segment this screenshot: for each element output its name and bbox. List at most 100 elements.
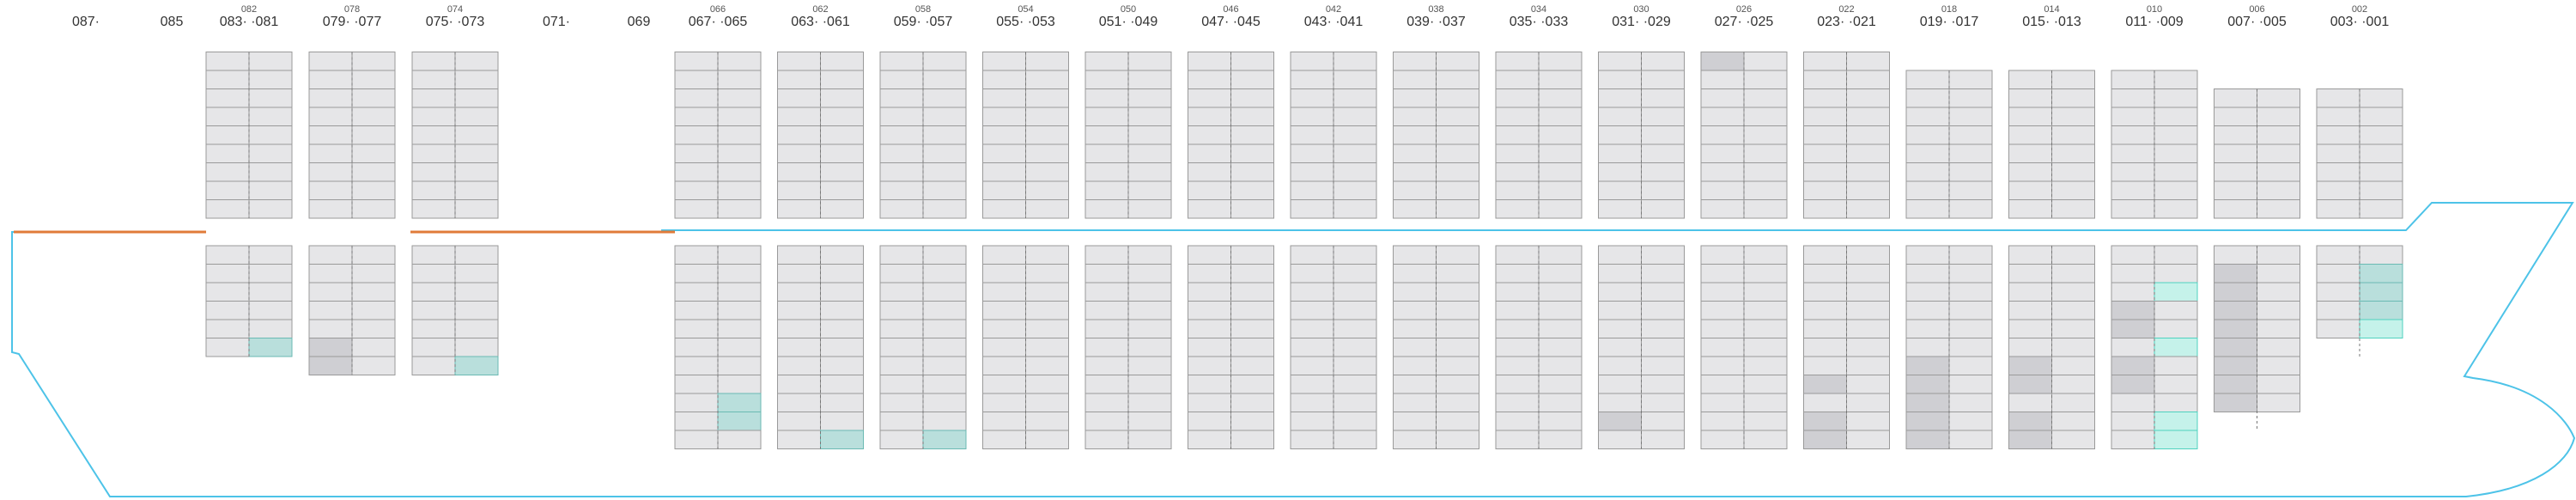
bay-026[interactable] xyxy=(1700,52,1788,449)
hold-slot[interactable] xyxy=(1127,430,1172,449)
hold-slot[interactable] xyxy=(351,264,396,284)
deck-slot[interactable] xyxy=(205,52,250,71)
deck-slot[interactable] xyxy=(1641,70,1685,89)
deck-slot[interactable] xyxy=(820,107,864,126)
hold-slot[interactable] xyxy=(2051,375,2095,394)
deck-slot[interactable] xyxy=(1743,143,1788,163)
hold-slot[interactable] xyxy=(1803,393,1847,412)
hold-slot[interactable] xyxy=(2316,301,2360,320)
hold-slot[interactable] xyxy=(1803,356,1847,375)
hold-slot[interactable] xyxy=(674,356,719,375)
deck-slot[interactable] xyxy=(2154,70,2198,89)
deck-slot[interactable] xyxy=(2214,143,2257,163)
bay-014[interactable] xyxy=(2008,70,2095,449)
hold-slot[interactable] xyxy=(1127,264,1172,284)
hold-slot[interactable] xyxy=(1393,245,1437,265)
deck-slot[interactable] xyxy=(717,125,762,145)
deck-slot[interactable] xyxy=(777,88,821,108)
deck-slot[interactable] xyxy=(1025,180,1069,200)
deck-slot[interactable] xyxy=(351,180,396,200)
deck-slot[interactable] xyxy=(820,143,864,163)
hold-slot[interactable] xyxy=(308,245,353,265)
deck-slot[interactable] xyxy=(454,143,499,163)
hold-slot[interactable] xyxy=(1598,393,1642,412)
hold-slot[interactable] xyxy=(922,264,967,284)
hold-slot[interactable] xyxy=(717,356,762,375)
deck-slot[interactable] xyxy=(2154,180,2198,200)
hold-slot[interactable] xyxy=(411,264,456,284)
deck-slot[interactable] xyxy=(1230,107,1274,126)
hold-slot[interactable] xyxy=(717,301,762,320)
hold-slot[interactable] xyxy=(351,282,396,302)
hold-slot[interactable] xyxy=(2257,301,2300,320)
hold-slot[interactable] xyxy=(2214,375,2257,394)
deck-slot[interactable] xyxy=(777,162,821,182)
hold-slot[interactable] xyxy=(1333,282,1377,302)
hold-slot[interactable] xyxy=(2154,282,2198,302)
bay-038[interactable] xyxy=(1393,52,1479,449)
deck-slot[interactable] xyxy=(879,162,924,182)
deck-slot[interactable] xyxy=(777,143,821,163)
deck-slot[interactable] xyxy=(2214,125,2257,145)
hold-slot[interactable] xyxy=(879,245,924,265)
hold-slot[interactable] xyxy=(351,356,396,375)
deck-slot[interactable] xyxy=(820,162,864,182)
bay-018[interactable] xyxy=(1905,70,1993,449)
hold-slot[interactable] xyxy=(1598,245,1642,265)
hold-slot[interactable] xyxy=(1084,375,1129,394)
hold-slot[interactable] xyxy=(2154,319,2198,338)
deck-slot[interactable] xyxy=(1436,180,1479,200)
deck-slot[interactable] xyxy=(1495,88,1540,108)
deck-slot[interactable] xyxy=(777,199,821,219)
hold-slot[interactable] xyxy=(1393,393,1437,412)
hold-slot[interactable] xyxy=(1700,264,1745,284)
hold-slot[interactable] xyxy=(717,412,762,431)
hold-slot[interactable] xyxy=(1948,412,1993,431)
bay-034[interactable] xyxy=(1495,52,1583,449)
deck-slot[interactable] xyxy=(2359,88,2403,108)
deck-slot[interactable] xyxy=(2008,125,2052,145)
hold-slot[interactable] xyxy=(1188,430,1231,449)
deck-slot[interactable] xyxy=(1641,125,1685,145)
hold-slot[interactable] xyxy=(1436,393,1479,412)
hold-slot[interactable] xyxy=(454,282,499,302)
hold-slot[interactable] xyxy=(1700,319,1745,338)
deck-slot[interactable] xyxy=(879,199,924,219)
hold-slot[interactable] xyxy=(879,319,924,338)
hold-slot[interactable] xyxy=(1538,338,1583,357)
deck-slot[interactable] xyxy=(351,107,396,126)
hold-slot[interactable] xyxy=(820,319,864,338)
bay-078[interactable] xyxy=(308,52,396,375)
hold-slot[interactable] xyxy=(2154,412,2198,431)
hold-slot[interactable] xyxy=(922,375,967,394)
hold-slot[interactable] xyxy=(1333,412,1377,431)
deck-slot[interactable] xyxy=(982,180,1026,200)
deck-slot[interactable] xyxy=(922,125,967,145)
hold-slot[interactable] xyxy=(1025,356,1069,375)
hold-slot[interactable] xyxy=(248,245,293,265)
deck-slot[interactable] xyxy=(1025,107,1069,126)
deck-slot[interactable] xyxy=(2111,162,2155,182)
hold-slot[interactable] xyxy=(1948,430,1993,449)
deck-slot[interactable] xyxy=(2316,162,2360,182)
deck-slot[interactable] xyxy=(411,143,456,163)
hold-slot[interactable] xyxy=(1230,412,1274,431)
deck-slot[interactable] xyxy=(205,88,250,108)
hold-slot[interactable] xyxy=(1948,301,1993,320)
deck-slot[interactable] xyxy=(1948,162,1993,182)
hold-slot[interactable] xyxy=(1025,301,1069,320)
hold-slot[interactable] xyxy=(1948,319,1993,338)
deck-slot[interactable] xyxy=(1230,52,1274,71)
deck-slot[interactable] xyxy=(2316,107,2360,126)
hold-slot[interactable] xyxy=(1084,264,1129,284)
deck-slot[interactable] xyxy=(674,143,719,163)
hold-slot[interactable] xyxy=(1846,282,1890,302)
deck-slot[interactable] xyxy=(2257,162,2300,182)
deck-slot[interactable] xyxy=(2257,88,2300,108)
hold-slot[interactable] xyxy=(1803,264,1847,284)
deck-slot[interactable] xyxy=(1333,70,1377,89)
deck-slot[interactable] xyxy=(2257,199,2300,219)
deck-slot[interactable] xyxy=(922,143,967,163)
hold-slot[interactable] xyxy=(2051,245,2095,265)
hold-slot[interactable] xyxy=(1084,319,1129,338)
